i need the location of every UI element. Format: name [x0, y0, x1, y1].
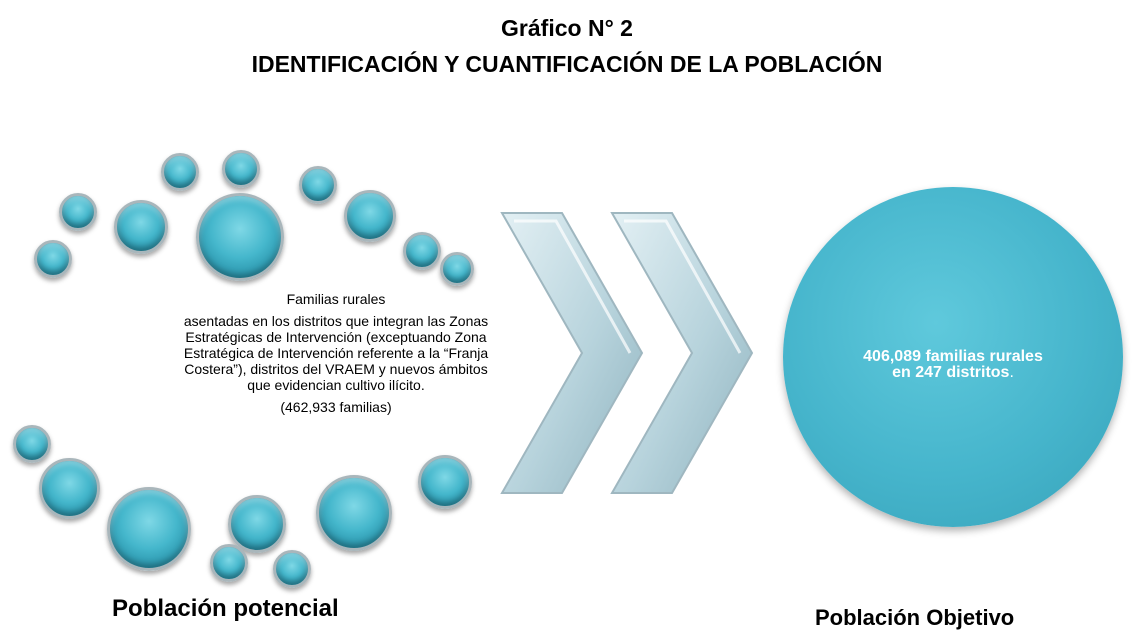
objective-description: 406,089 familias rurales en 247 distrito… — [793, 349, 1113, 381]
bubble — [344, 190, 396, 242]
objective-line2: en 247 distritos. — [793, 365, 1113, 381]
bubble — [210, 544, 248, 582]
bubble — [418, 455, 472, 509]
bubble — [39, 458, 100, 519]
bubble — [161, 153, 199, 191]
bubble — [107, 487, 191, 571]
bubble — [299, 166, 337, 204]
bubble — [403, 232, 441, 270]
potential-population-label: Población potencial — [112, 595, 339, 622]
potential-body: asentadas en los distritos que integran … — [183, 313, 489, 393]
bubble — [222, 150, 260, 188]
bubble — [59, 193, 97, 231]
figure-number: Gráfico N° 2 — [501, 15, 633, 41]
bubble — [114, 200, 168, 254]
potential-heading: Familias rurales — [286, 291, 386, 307]
chevron-right-highlight — [624, 219, 742, 354]
bubble — [196, 193, 284, 281]
objective-districts: en 247 distritos — [892, 364, 1010, 381]
bubble — [34, 240, 72, 278]
objective-line1: 406,089 familias rurales — [863, 348, 1043, 365]
figure-title: IDENTIFICACIÓN Y CUANTIFICACIÓN DE LA PO… — [251, 51, 883, 77]
objective-period: . — [1009, 364, 1014, 381]
chevron-right-shape — [610, 212, 754, 494]
chevron-left-highlight — [514, 219, 632, 354]
potential-description: Familias rurales asentadas en los distri… — [176, 291, 496, 421]
bubble — [440, 252, 474, 286]
bubble — [228, 495, 286, 553]
bubble — [273, 550, 311, 588]
bubble — [316, 475, 392, 551]
bubble — [13, 425, 51, 463]
chevron-arrows-icon — [500, 212, 754, 494]
potential-count: (462,933 familias) — [280, 399, 392, 415]
chevron-left-shape — [500, 212, 644, 494]
objective-population-circle — [783, 187, 1123, 527]
objective-population-label: Población Objetivo — [815, 605, 1015, 630]
